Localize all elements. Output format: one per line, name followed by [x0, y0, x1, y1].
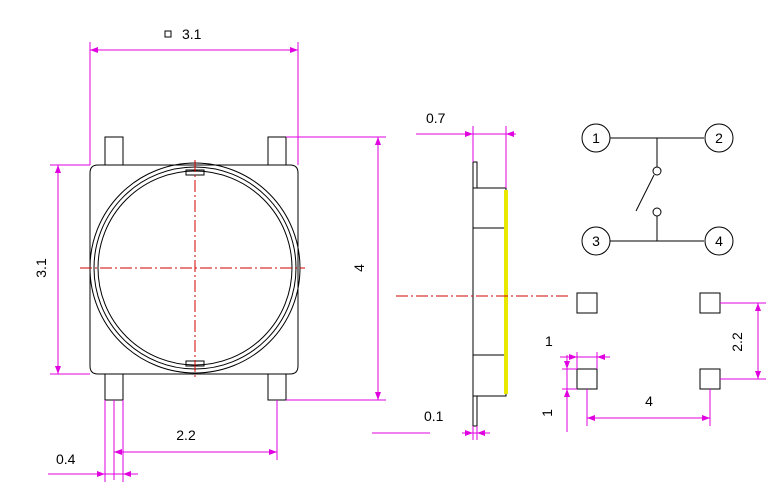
svg-text:3: 3: [592, 233, 600, 249]
lead-width-label: 0.4: [56, 451, 76, 467]
pad-top-right: [699, 292, 721, 314]
pad-width-dimension: 1: [545, 333, 610, 369]
lead-top-right: [267, 136, 287, 166]
schematic: 1 2 3 4: [581, 123, 734, 256]
pin-3: 3: [581, 226, 611, 256]
svg-text:2: 2: [715, 130, 723, 146]
svg-text:4: 4: [715, 233, 723, 249]
lead-top-left: [104, 136, 124, 166]
side-thickness-dimension: 0.7: [416, 110, 516, 188]
side-lead-top: [472, 161, 478, 189]
lead-pitch-dimension: 2.2: [113, 400, 278, 480]
top-height-label: 3.1: [33, 258, 49, 278]
side-body: [472, 187, 507, 397]
total-height-dimension: 4: [286, 136, 386, 401]
pad-height-dimension: 1: [539, 355, 577, 432]
svg-text:1: 1: [592, 130, 600, 146]
side-view: 0.7 0.1: [372, 110, 570, 440]
top-width-label: 3.1: [182, 26, 202, 42]
side-lead-thickness-label: 0.1: [424, 408, 444, 424]
pad-top-left: [576, 292, 598, 314]
pad-width-label: 1: [545, 333, 553, 349]
square-symbol-icon: [164, 30, 172, 38]
contact-top: [652, 166, 662, 176]
top-height-dimension: 3.1: [33, 164, 90, 375]
lead-pitch-label: 2.2: [176, 427, 196, 443]
pin-4: 4: [704, 226, 734, 256]
lead-bottom-right: [267, 373, 287, 401]
pad-height-label: 1: [539, 409, 555, 417]
top-width-dimension: 3.1: [89, 26, 299, 165]
lead-bottom-left: [104, 373, 124, 401]
pitch-x-label: 4: [645, 393, 653, 409]
total-height-label: 4: [351, 264, 367, 272]
switch-lever: [635, 174, 655, 212]
top-view: 3.1 3.1: [33, 26, 386, 482]
pitch-y-label: 2.2: [729, 332, 745, 352]
pin-2: 2: [704, 123, 734, 153]
pad-bottom-left: [576, 368, 598, 390]
pitch-x-dimension: 4: [586, 389, 711, 426]
side-thickness-label: 0.7: [426, 110, 446, 126]
pad-bottom-right: [699, 368, 721, 390]
footprint: 1 1 4 2.2: [539, 292, 766, 432]
actuator-side: [504, 190, 508, 394]
pin-1: 1: [581, 123, 611, 153]
side-lead-bottom: [472, 395, 478, 427]
contact-bottom: [652, 207, 662, 217]
lead-width-dimension: 0.4: [48, 400, 138, 482]
switch-body: [89, 164, 299, 375]
side-lead-thickness-dimension: 0.1: [372, 408, 490, 440]
pitch-y-dimension: 2.2: [720, 302, 766, 380]
